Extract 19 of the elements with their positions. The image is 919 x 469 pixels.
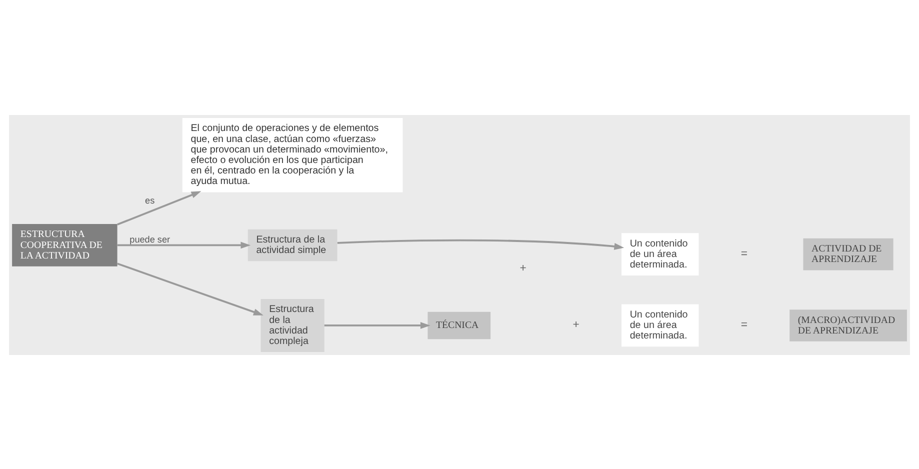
node-box: Estructura de la actividad simple — [248, 228, 338, 261]
node-box: El conjunto de operaciones y de elementos que, en una clase, actúan como «fuerzas» que provocan un determinado «movimiento», efecto o evolución en los que participan en él, centrado en la cooperación y la ayuda mutua. — [182, 118, 403, 192]
label: + — [520, 262, 526, 274]
label: = — [740, 247, 748, 260]
arrow — [324, 322, 430, 328]
arrow — [337, 238, 624, 250]
node-box: Estructura de la actividad compleja — [260, 298, 324, 352]
edge-label: es — [145, 194, 155, 205]
edge-label: puede ser — [130, 234, 170, 244]
label: = — [740, 318, 748, 331]
node-box: Un contenido de un área determinada. — [622, 232, 699, 275]
arrow — [117, 262, 264, 315]
node-box: TÉCNICA — [428, 311, 491, 339]
node-box: ESTRUCTURA COOPERATIVA DE LA ACTIVIDAD — [12, 224, 118, 266]
arrow — [117, 241, 251, 248]
label: + — [572, 318, 580, 331]
arrow — [117, 190, 202, 225]
node-box: ACTIVIDAD DE APRENDIZAJE — [803, 238, 894, 270]
node-box: (MACRO)ACTIVIDAD DE APRENDIZAJE — [790, 309, 907, 341]
